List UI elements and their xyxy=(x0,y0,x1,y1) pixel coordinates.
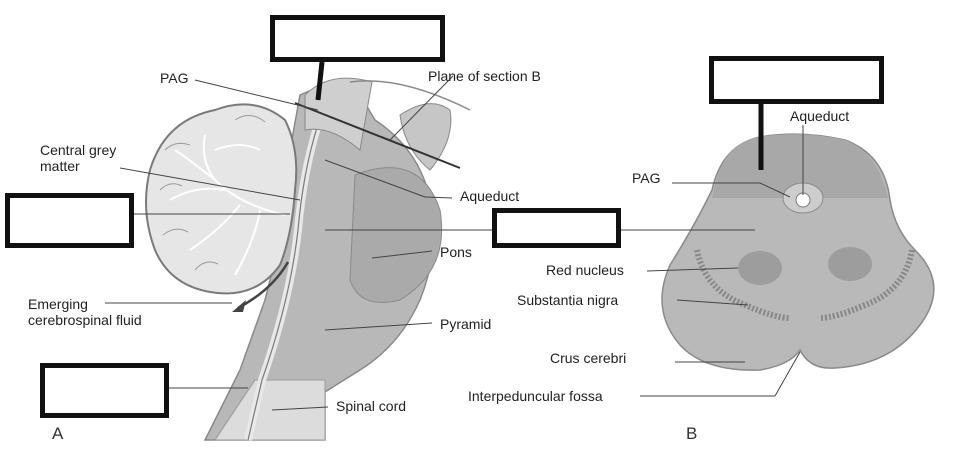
label-central-grey-1: Central grey xyxy=(40,142,117,158)
answer-box-middle-b[interactable] xyxy=(492,208,621,248)
answer-box-top-b[interactable] xyxy=(709,56,884,104)
label-aqueduct-a: Aqueduct xyxy=(460,188,520,204)
answer-box-left-a[interactable] xyxy=(5,193,134,248)
label-central-grey-2: matter xyxy=(40,158,80,174)
label-substantia-nigra: Substantia nigra xyxy=(517,292,619,308)
label-interpeduncular-fossa: Interpeduncular fossa xyxy=(468,388,603,404)
aqueduct-hole xyxy=(795,192,811,208)
substantia-nigra-right xyxy=(819,249,915,321)
answer-box-bottom-a[interactable] xyxy=(40,363,169,418)
pons-shape xyxy=(349,167,443,303)
label-spinal-cord: Spinal cord xyxy=(336,398,407,414)
label-aqueduct-b: Aqueduct xyxy=(790,108,850,124)
red-nucleus-left xyxy=(738,251,782,285)
label-emerging-1: Emerging xyxy=(28,296,88,312)
tectum-region xyxy=(712,134,888,198)
red-nucleus-right xyxy=(828,247,872,281)
arbor-vitae xyxy=(169,134,286,276)
panel-letter-a: A xyxy=(52,424,64,443)
label-pons: Pons xyxy=(440,244,472,260)
cerebellum-shape xyxy=(145,103,298,295)
label-pag-b: PAG xyxy=(632,170,661,186)
label-emerging-2: cerebrospinal fluid xyxy=(28,312,142,328)
label-plane-of-section: Plane of section B xyxy=(428,68,541,84)
answer-box-top-a[interactable] xyxy=(270,15,445,62)
label-pyramid: Pyramid xyxy=(440,316,492,332)
spinal-cord-shape xyxy=(214,379,326,441)
panel-letter-b: B xyxy=(686,424,698,443)
tectum-shape xyxy=(304,77,373,151)
label-red-nucleus: Red nucleus xyxy=(546,262,624,278)
label-pag-a: PAG xyxy=(160,70,189,86)
label-crus-cerebri: Crus cerebri xyxy=(550,350,627,366)
